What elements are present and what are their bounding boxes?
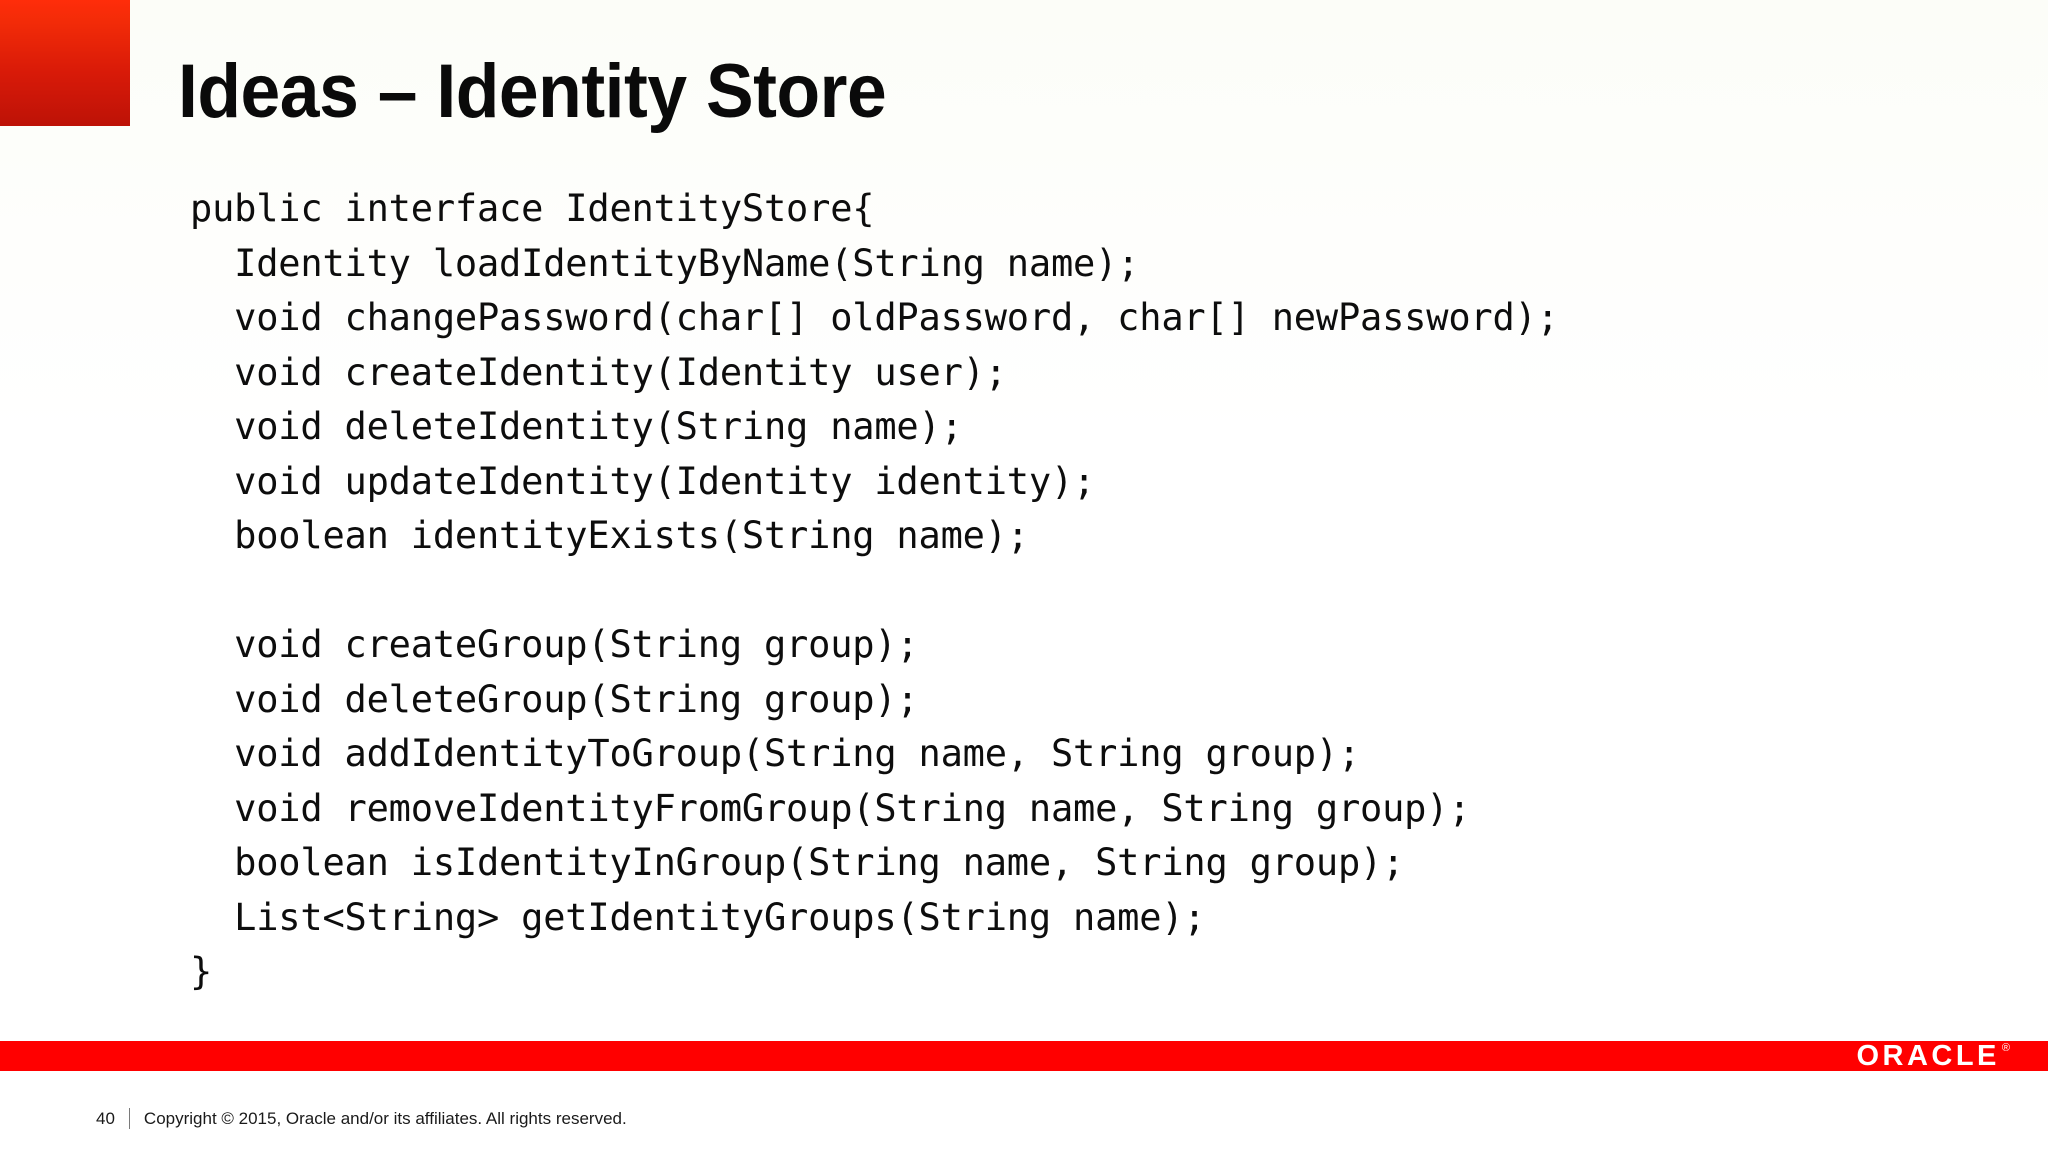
page-number: 40 (96, 1109, 115, 1128)
registered-trademark-icon: ® (2001, 1042, 2010, 1054)
copyright-text: Copyright © 2015, Oracle and/or its affi… (143, 1109, 627, 1128)
oracle-logo-text: ORACLE (1856, 1039, 2000, 1072)
code-line: void createIdentity(Identity user); (190, 350, 1007, 394)
code-line: List<String> getIdentityGroups(String na… (190, 895, 1206, 939)
code-line: void removeIdentityFromGroup(String name… (190, 786, 1471, 830)
code-line: Identity loadIdentityByName(String name)… (190, 241, 1140, 285)
accent-block-red (0, 0, 130, 126)
code-line: boolean identityExists(String name); (190, 514, 1029, 557)
code-line: boolean isIdentityInGroup(String name, S… (190, 841, 1405, 884)
code-line: void deleteIdentity(String name); (190, 405, 963, 448)
code-line: void updateIdentity(Identity identity); (190, 459, 1096, 503)
code-line (190, 564, 1980, 619)
code-line: void createGroup(String group); (190, 623, 919, 666)
code-line: void deleteGroup(String group); (190, 677, 919, 721)
footer-red-bar (0, 1041, 2048, 1071)
code-line: void addIdentityToGroup(String name, Str… (190, 732, 1361, 775)
oracle-logo: ORACLE® (1856, 1040, 2010, 1072)
code-line: } (190, 950, 213, 993)
code-line: public interface IdentityStore{ (190, 187, 875, 230)
page-title: Ideas – Identity Store (178, 49, 887, 134)
code-line: void changePassword(char[] oldPassword, … (190, 296, 1559, 339)
code-block: public interface IdentityStore{ Identity… (190, 182, 1980, 1000)
footer: 40 Copyright © 2015, Oracle and/or its a… (96, 1108, 627, 1129)
footer-divider (128, 1108, 130, 1129)
